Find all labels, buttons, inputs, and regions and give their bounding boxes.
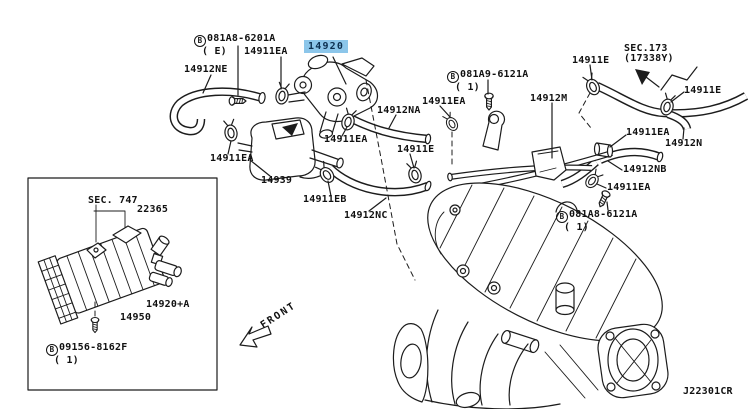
part-label-14912nb: 14912NB [623, 164, 667, 175]
part-label-14912nc: 14912NC [344, 210, 388, 221]
part-label-14911e-top: 14911E [572, 55, 610, 66]
part-label-14912m: 14912M [530, 93, 568, 104]
part-label-14912na: 14912NA [377, 105, 421, 116]
sensor-22365-drawing [150, 235, 170, 257]
circled-b-icon: B [194, 34, 206, 47]
part-label-14911ea-1: 14911EA [244, 46, 288, 57]
hose-14912na [350, 115, 432, 145]
tank-14939-drawing [237, 117, 344, 181]
part-label-14911ea-6: 14911EA [607, 182, 651, 193]
part-label-14911ea-3: 14911EA [324, 134, 368, 145]
front-arrow-icon [239, 325, 272, 348]
construction-lines [365, 79, 592, 281]
part-label-14939: 14939 [261, 175, 293, 186]
part-label-14911ea-2: 14911EA [422, 96, 466, 107]
part-label-14950: 14950 [120, 312, 152, 323]
part-label-14911e-right: 14911E [684, 85, 722, 96]
section-label-sec747: SEC. 747 [88, 195, 138, 206]
part-label-14911ea-4: 14911EA [210, 153, 254, 164]
intake-manifold-drawing [392, 182, 669, 409]
part-label-14912n: 14912N [665, 138, 703, 149]
valve-14920a-drawing [148, 252, 182, 288]
circled-b-icon: B [447, 70, 459, 83]
circled-b-icon: B [556, 210, 568, 223]
part-label-14920-highlighted[interactable]: 14920 [304, 40, 349, 53]
sec173-arrow-icon [635, 69, 660, 88]
part-label-14912ne: 14912NE [184, 64, 228, 75]
circled-b-icon: B [46, 343, 58, 356]
inset-box [27, 177, 218, 391]
part-label-22365: 22365 [137, 204, 169, 215]
part-label-14911eb: 14911EB [303, 194, 347, 205]
hose-14912ne [169, 87, 266, 136]
section-label-sec173: SEC.173 (17338Y) [624, 43, 674, 64]
canister-14950-drawing [37, 227, 165, 325]
leader-lines [202, 45, 698, 212]
valve-14920-drawing [287, 54, 379, 139]
part-label-14911ea-5: 14911EA [626, 127, 670, 138]
part-label-14911e-mid: 14911E [397, 144, 435, 155]
part-label-14920a: 14920+A [146, 299, 190, 310]
drawing-code: J22301CR [683, 386, 733, 397]
hose-14912nc [326, 164, 432, 197]
